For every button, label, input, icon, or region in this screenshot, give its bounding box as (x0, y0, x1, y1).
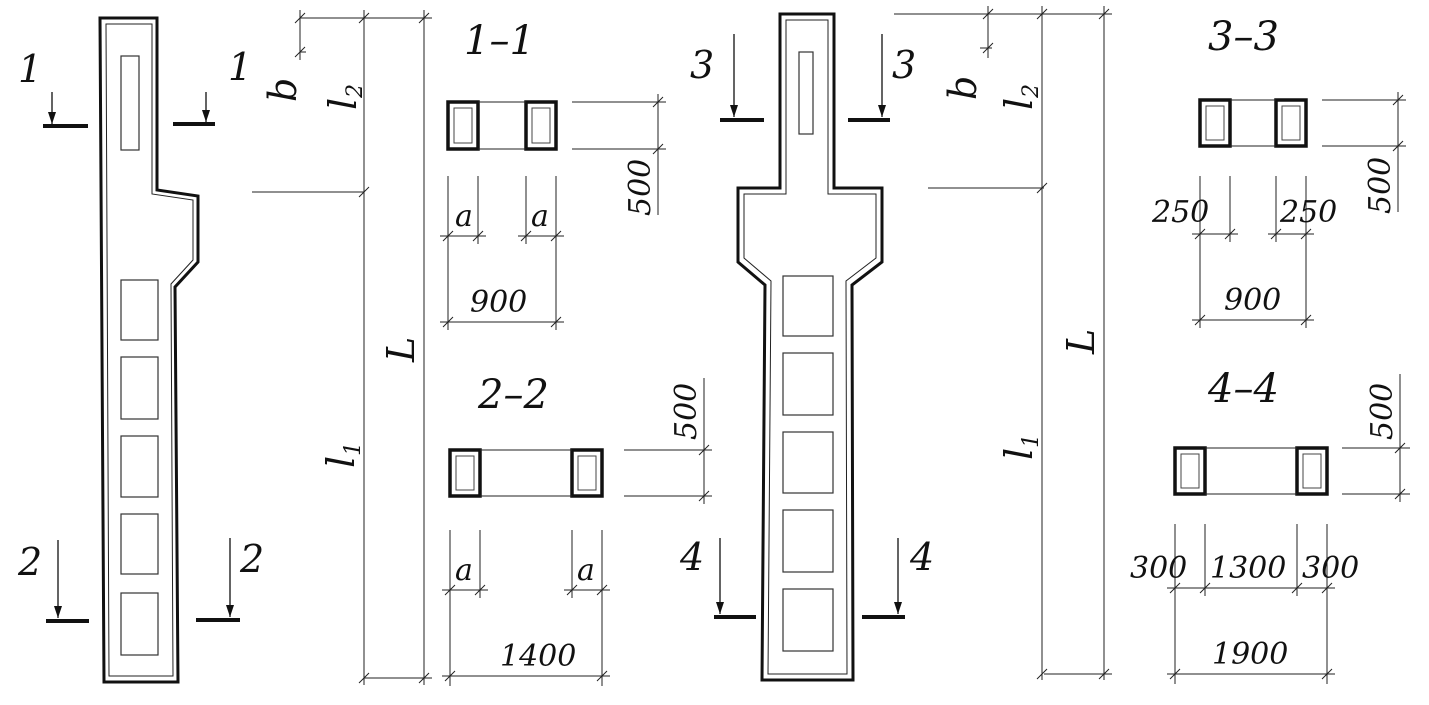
dim-b-left: b (261, 78, 305, 102)
sec3-left-dim: 250 (1151, 195, 1209, 230)
left-column-panel-5 (120, 592, 159, 656)
left-column-panel-3 (120, 435, 159, 498)
right-column-panel-2 (782, 352, 834, 416)
section-2-2-title: 2–2 (477, 372, 549, 418)
dim-L-left: L (379, 337, 423, 363)
sec2-height-dim: 500 (669, 383, 704, 440)
right-column-outline (736, 12, 884, 682)
sec2-width-dim: 1400 (500, 639, 576, 674)
left-column-outline (98, 16, 200, 684)
sec2-a-right: a (577, 553, 595, 588)
right-column-elevation (736, 12, 884, 682)
dim-L-right: L (1059, 329, 1103, 355)
sec3-width-dim: 900 (1224, 283, 1281, 318)
right-column-panel-4 (782, 509, 834, 573)
sec3-height-dim: 500 (1363, 157, 1398, 214)
right-column-panel-5 (782, 588, 834, 652)
section-1-1: 1–1 500 a a 900 (440, 18, 666, 330)
sec1-a-left: a (455, 199, 473, 234)
dim-l2-left: l2 (321, 84, 368, 110)
section-marker-4: 4 4 (679, 535, 934, 619)
dim-l1-right: l1 (997, 434, 1044, 460)
left-column-top-opening (120, 55, 140, 151)
dim-l2-right: l2 (997, 84, 1044, 110)
section-mark-2-right: 2 (239, 537, 264, 581)
section-mark-4-right: 4 (909, 535, 934, 579)
section-2-2: 2–2 500 a a 1400 (442, 372, 712, 686)
left-column-inner-outline (105, 23, 194, 677)
sec1-a-right: a (531, 199, 549, 234)
right-column-inner-outline (743, 19, 877, 675)
sec2-a-left: a (455, 553, 473, 588)
section-mark-2-left: 2 (17, 540, 42, 584)
section-1-1-title: 1–1 (464, 18, 535, 64)
sec4-left-dim: 300 (1130, 551, 1187, 586)
dim-b-right: b (941, 76, 985, 100)
section-3-3-title: 3–3 (1208, 14, 1279, 60)
right-column-panel-3 (782, 431, 834, 494)
left-column-panel-1 (120, 279, 159, 341)
section-mark-1-right: 1 (228, 45, 252, 89)
section-4-4-title: 4–4 (1207, 366, 1279, 412)
right-column-panel-1 (782, 275, 834, 337)
section-mark-3-left: 3 (690, 43, 714, 87)
section-3-3: 3–3 500 250 250 900 (1151, 14, 1406, 328)
sec4-height-dim: 500 (1365, 383, 1400, 440)
dim-l1-left: l1 (319, 442, 366, 468)
left-column-elevation (98, 16, 200, 684)
left-column-dimensions: b l2 L l1 (252, 10, 432, 685)
sec4-middle-dim: 1300 (1210, 551, 1286, 586)
sec3-right-dim: 250 (1279, 195, 1337, 230)
section-4-4: 4–4 500 300 1300 300 1900 (1130, 366, 1410, 684)
section-marker-1: 1 1 (18, 45, 252, 128)
sec1-height-dim: 500 (623, 159, 658, 216)
sec1-width-dim: 900 (470, 285, 527, 320)
sec4-right-dim: 300 (1302, 551, 1359, 586)
right-column-top-opening (798, 51, 814, 135)
left-column-panel-2 (120, 356, 159, 420)
section-marker-2: 2 2 (17, 537, 264, 623)
section-mark-1-left: 1 (18, 47, 42, 91)
right-column-dimensions: b l2 L l1 (894, 6, 1112, 680)
left-column-panel-4 (120, 513, 159, 575)
section-mark-4-left: 4 (679, 535, 704, 579)
section-marker-3: 3 3 (690, 34, 916, 122)
sec4-width-dim: 1900 (1212, 637, 1288, 672)
section-mark-3-right: 3 (892, 43, 916, 87)
